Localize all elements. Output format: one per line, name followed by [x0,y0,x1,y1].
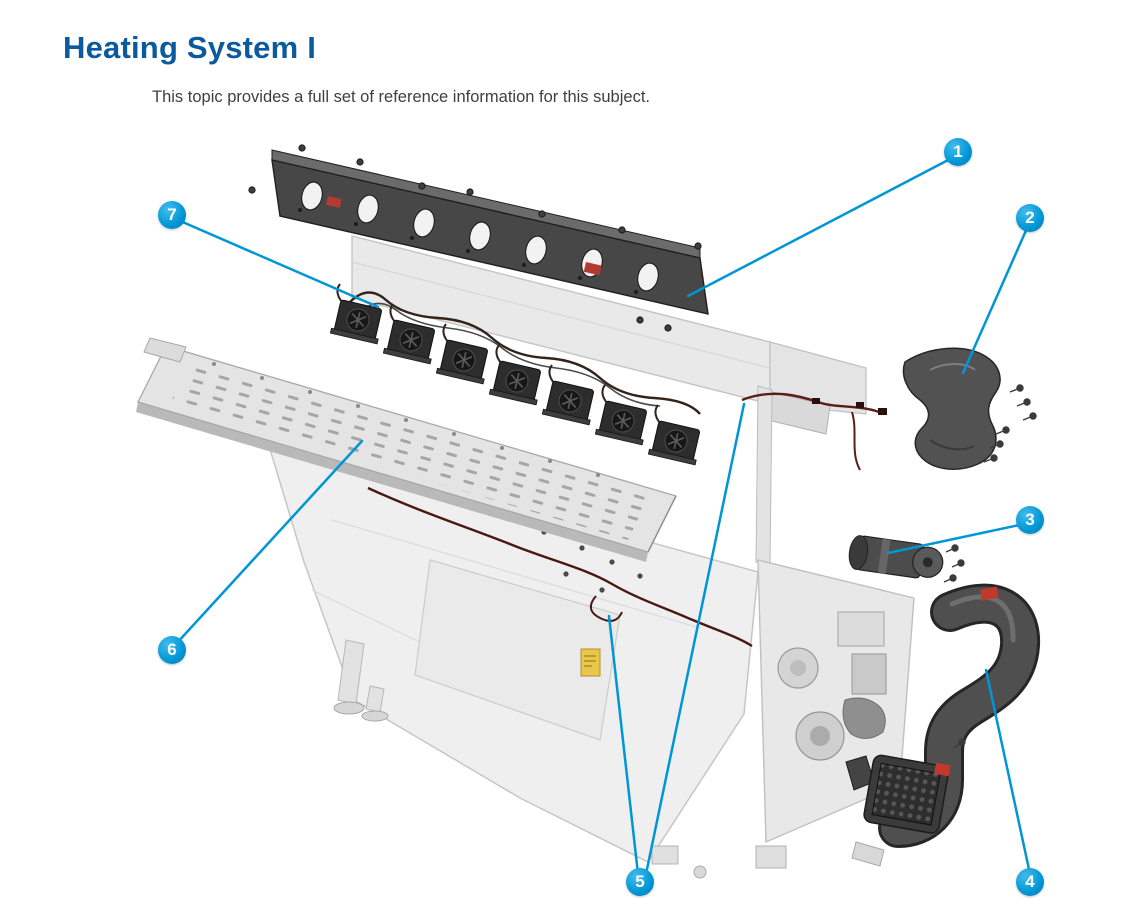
duct-screws [983,384,1037,463]
perforated-plate [136,337,677,562]
heater-bar-screws [248,144,702,332]
callout-7: 7 [158,201,186,229]
heater-bar [248,144,709,332]
vacuum-motor [848,535,965,583]
callout-3: 3 [1016,506,1044,534]
callout-6: 6 [158,636,186,664]
upper-air-duct [902,347,1037,470]
duct-red-label [980,586,999,601]
callout-5: 5 [626,868,654,896]
callout-leader-lines [174,156,1032,876]
callout-2: 2 [1016,204,1044,232]
callout-1: 1 [944,138,972,166]
duct-screw [953,738,966,749]
yellow-warning-label [580,648,601,677]
page-title: Heating System I [63,30,317,65]
motor-screws [943,544,965,583]
lower-elbow-duct [845,583,1041,848]
callout-4: 4 [1016,868,1044,896]
page-subtitle: This topic provides a full set of refere… [152,88,650,106]
heater-cable-harness [367,392,887,648]
red-warning-labels [325,196,602,276]
duct-grille-box [863,754,951,834]
dryer-fan-assemblies [329,283,701,466]
